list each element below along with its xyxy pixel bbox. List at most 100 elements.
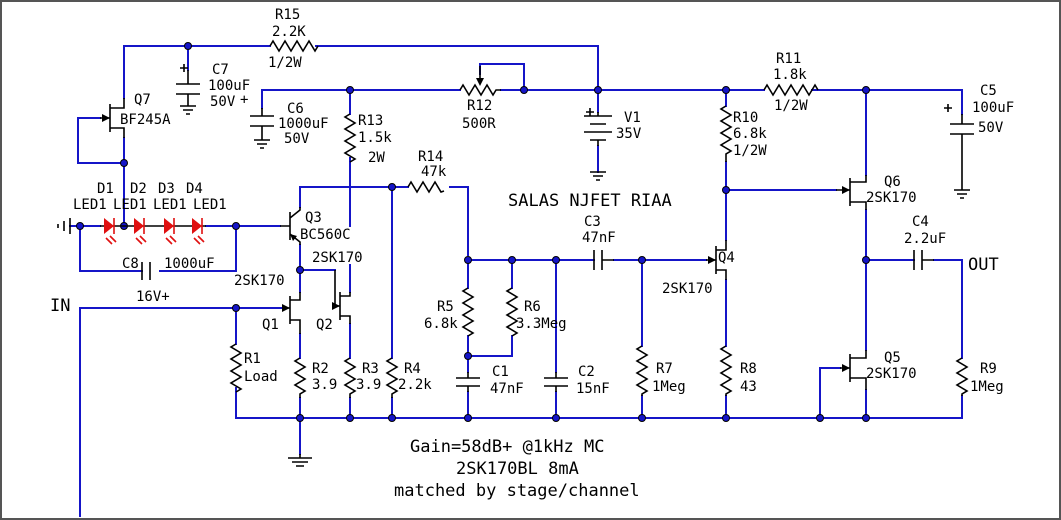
label-r3-value: 3.9 xyxy=(356,377,381,393)
ground-symbol-left xyxy=(57,218,71,234)
resistor-r4-symbol xyxy=(385,357,399,398)
resistor-r1-symbol xyxy=(229,343,243,393)
label-r15-ref: R15 xyxy=(275,7,300,23)
label-r3-ref: R3 xyxy=(362,361,379,377)
led-d1-symbol xyxy=(104,218,117,245)
label-r9-value: 1Meg xyxy=(970,379,1004,395)
capacitor-c2-symbol xyxy=(544,372,568,392)
label-d2-ref: D2 xyxy=(130,181,147,197)
label-q4-ref: Q4 xyxy=(718,250,735,266)
label-c2-value: 15nF xyxy=(576,381,610,397)
label-r13-value: 1.5k xyxy=(358,130,392,146)
label-c2-ref: C2 xyxy=(578,364,595,380)
label-r8-value: 43 xyxy=(740,379,757,395)
label-r15-rating: 1/2W xyxy=(268,55,302,71)
wires xyxy=(69,45,963,517)
label-r4-value: 2.2k xyxy=(398,377,432,393)
label-q3-part: BC560C xyxy=(300,227,351,243)
label-r13-rating: 2W xyxy=(368,150,385,166)
led-string-d1-d4 xyxy=(100,218,206,245)
label-v1-ref: V1 xyxy=(624,110,641,126)
label-d4-part: LED1 xyxy=(193,197,227,213)
label-r10-ref: R10 xyxy=(733,110,758,126)
label-r2-ref: R2 xyxy=(312,361,329,377)
label-v1-value: 35V xyxy=(616,126,642,142)
label-d1-part: LED1 xyxy=(73,197,107,213)
jfet-q6-symbol xyxy=(836,175,867,210)
label-r12-value: 500R xyxy=(462,116,496,132)
label-d1-ref: D1 xyxy=(97,181,114,197)
capacitor-c5-symbol xyxy=(944,104,974,199)
capacitor-c1-symbol xyxy=(456,372,480,392)
potentiometer-r12-symbol xyxy=(459,83,501,97)
label-r11-value: 1.8k xyxy=(773,67,807,83)
label-c6-value: 1000uF xyxy=(278,116,329,132)
resistor-r13-symbol xyxy=(343,113,357,163)
note-gain: Gain=58dB+ @1kHz MC xyxy=(410,437,604,457)
label-q5-part: 2SK170 xyxy=(866,366,917,382)
resistor-r15-symbol xyxy=(269,39,319,53)
label-q7-ref: Q7 xyxy=(134,92,151,108)
resistor-r11-symbol xyxy=(763,83,819,97)
note-matching: matched by stage/channel xyxy=(394,481,640,501)
label-q2-part: 2SK170 xyxy=(312,250,363,266)
capacitor-c4-symbol xyxy=(913,250,934,270)
label-d4-ref: D4 xyxy=(186,181,203,197)
label-r13-ref: R13 xyxy=(358,113,383,129)
label-c1-ref: C1 xyxy=(492,364,509,380)
label-c7-ref: C7 xyxy=(212,62,229,78)
label-q6-ref: Q6 xyxy=(884,174,901,190)
label-r1-value: Load xyxy=(244,369,278,385)
label-q1-part: 2SK170 xyxy=(234,273,285,289)
label-r10-value: 6.8k xyxy=(733,126,767,142)
capacitor-c8-symbol xyxy=(141,262,151,280)
label-r10-rating: 1/2W xyxy=(733,143,767,159)
resistor-r6-symbol xyxy=(505,287,519,337)
resistor-r10-symbol xyxy=(719,105,733,162)
resistor-r14-symbol xyxy=(407,180,445,194)
diagram-title: SALAS NJFET RIAA xyxy=(508,191,672,211)
label-r11-rating: 1/2W xyxy=(774,98,808,114)
jfet-q2-symbol xyxy=(332,270,351,324)
label-q2-ref: Q2 xyxy=(316,317,333,333)
label-d2-part: LED1 xyxy=(113,197,147,213)
label-c8-value: 1000uF xyxy=(164,256,215,272)
label-r8-ref: R8 xyxy=(740,361,757,377)
jfet-q5-symbol xyxy=(840,350,867,390)
label-r4-ref: R4 xyxy=(404,361,421,377)
label-c7-rating: 50V xyxy=(210,94,236,110)
port-out-label: OUT xyxy=(968,255,999,275)
label-c5-value: 100uF xyxy=(972,100,1014,116)
capacitor-c7-symbol xyxy=(176,64,200,115)
led-d2-symbol xyxy=(134,218,147,245)
label-c1-value: 47nF xyxy=(490,381,524,397)
ground-symbol-bottom xyxy=(288,454,312,467)
label-c3-ref: C3 xyxy=(584,214,601,230)
capacitor-c6-symbol xyxy=(250,108,274,149)
label-supply: 16V+ xyxy=(136,289,170,305)
label-r11-ref: R11 xyxy=(776,51,801,67)
label-d3-part: LED1 xyxy=(153,197,187,213)
potentiometer-r12-arrow xyxy=(476,78,484,86)
resistor-r7-symbol xyxy=(635,345,649,396)
led-d4-symbol xyxy=(192,218,205,245)
label-r12-ref: R12 xyxy=(467,98,492,114)
label-r5-value: 6.8k xyxy=(424,316,458,332)
label-r14-value: 47k xyxy=(421,164,447,180)
label-q5-ref: Q5 xyxy=(884,350,901,366)
label-d3-ref: D3 xyxy=(158,181,175,197)
label-r7-ref: R7 xyxy=(656,361,673,377)
label-r9-ref: R9 xyxy=(980,361,997,377)
jfet-q7-symbol xyxy=(100,98,125,138)
resistor-r2-symbol xyxy=(293,357,307,398)
jfet-q1-symbol xyxy=(282,292,301,334)
resistor-r8-symbol xyxy=(719,345,733,396)
port-in-label: IN xyxy=(50,296,70,316)
label-c5-rating: 50V xyxy=(978,120,1004,136)
label-r6-ref: R6 xyxy=(524,299,541,315)
label-r6-value: 3.3Meg xyxy=(516,316,567,332)
label-c5-ref: C5 xyxy=(980,83,997,99)
label-c4-value: 2.2uF xyxy=(904,231,946,247)
